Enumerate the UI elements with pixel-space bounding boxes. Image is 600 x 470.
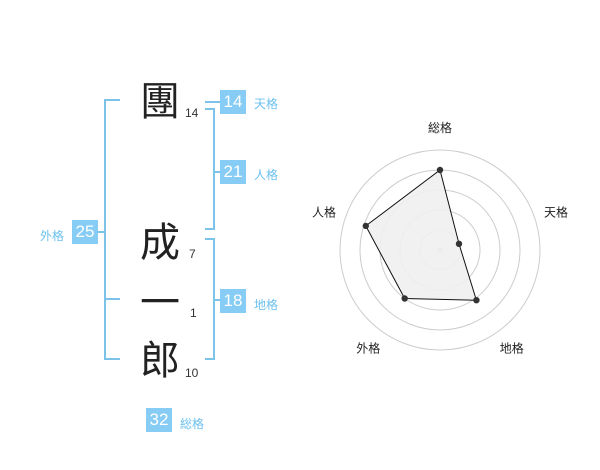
gaikaku-label: 外格 — [40, 229, 65, 243]
radar-point-3 — [473, 297, 480, 304]
radar-point-4 — [401, 295, 408, 302]
name-char-4: 郎 — [140, 338, 180, 384]
gaikaku-connector — [96, 231, 104, 233]
gaikaku-bracket-bottom — [104, 358, 120, 360]
name-char-2: 成 — [140, 220, 180, 266]
name-char-3: 一 — [140, 280, 180, 326]
jinkaku-connector — [213, 171, 220, 173]
radar-point-5 — [362, 222, 369, 230]
chikaku-badge: 18 — [220, 289, 246, 313]
tenkaku-badge: 14 — [220, 90, 246, 114]
radar-data-polygon — [365, 169, 478, 301]
tenkaku-connector — [205, 101, 220, 103]
stroke-count-3: 1 — [190, 306, 197, 320]
jinkaku-bracket-vertical — [213, 108, 215, 230]
gaikaku-bracket-top — [104, 99, 120, 101]
jinkaku-badge: 21 — [220, 160, 246, 184]
chikaku-bracket-top — [205, 238, 215, 240]
chikaku-connector — [213, 299, 220, 301]
gaikaku-badge: 25 — [72, 220, 98, 244]
radar-axis-label-2: 天格 — [544, 204, 568, 219]
gaikaku-bracket-mid — [104, 298, 120, 300]
radar-grid-ring — [339, 149, 541, 351]
radar-axis-label-3: 地格 — [500, 341, 524, 356]
radar-axis-label-1: 総格 — [428, 120, 452, 135]
soukaku-badge: 32 — [146, 408, 172, 432]
soukaku-label: 総格 — [180, 417, 205, 431]
radar-point-1 — [436, 166, 444, 174]
stroke-count-2: 7 — [189, 247, 196, 261]
tenkaku-label: 天格 — [254, 97, 279, 111]
radar-point-2 — [455, 240, 463, 247]
stroke-count-1: 14 — [185, 106, 199, 120]
gaikaku-bracket-vertical — [104, 99, 106, 360]
stroke-count-4: 10 — [185, 366, 199, 380]
radar-axis-label-5: 人格 — [312, 204, 336, 219]
jinkaku-bracket-bottom — [205, 228, 215, 230]
jinkaku-bracket-top — [205, 108, 215, 110]
chikaku-label: 地格 — [254, 298, 279, 312]
jinkaku-label: 人格 — [254, 168, 279, 182]
name-char-1: 團 — [140, 79, 180, 125]
radar-axis-label-4: 外格 — [356, 341, 380, 356]
chikaku-bracket-bottom — [205, 358, 215, 360]
